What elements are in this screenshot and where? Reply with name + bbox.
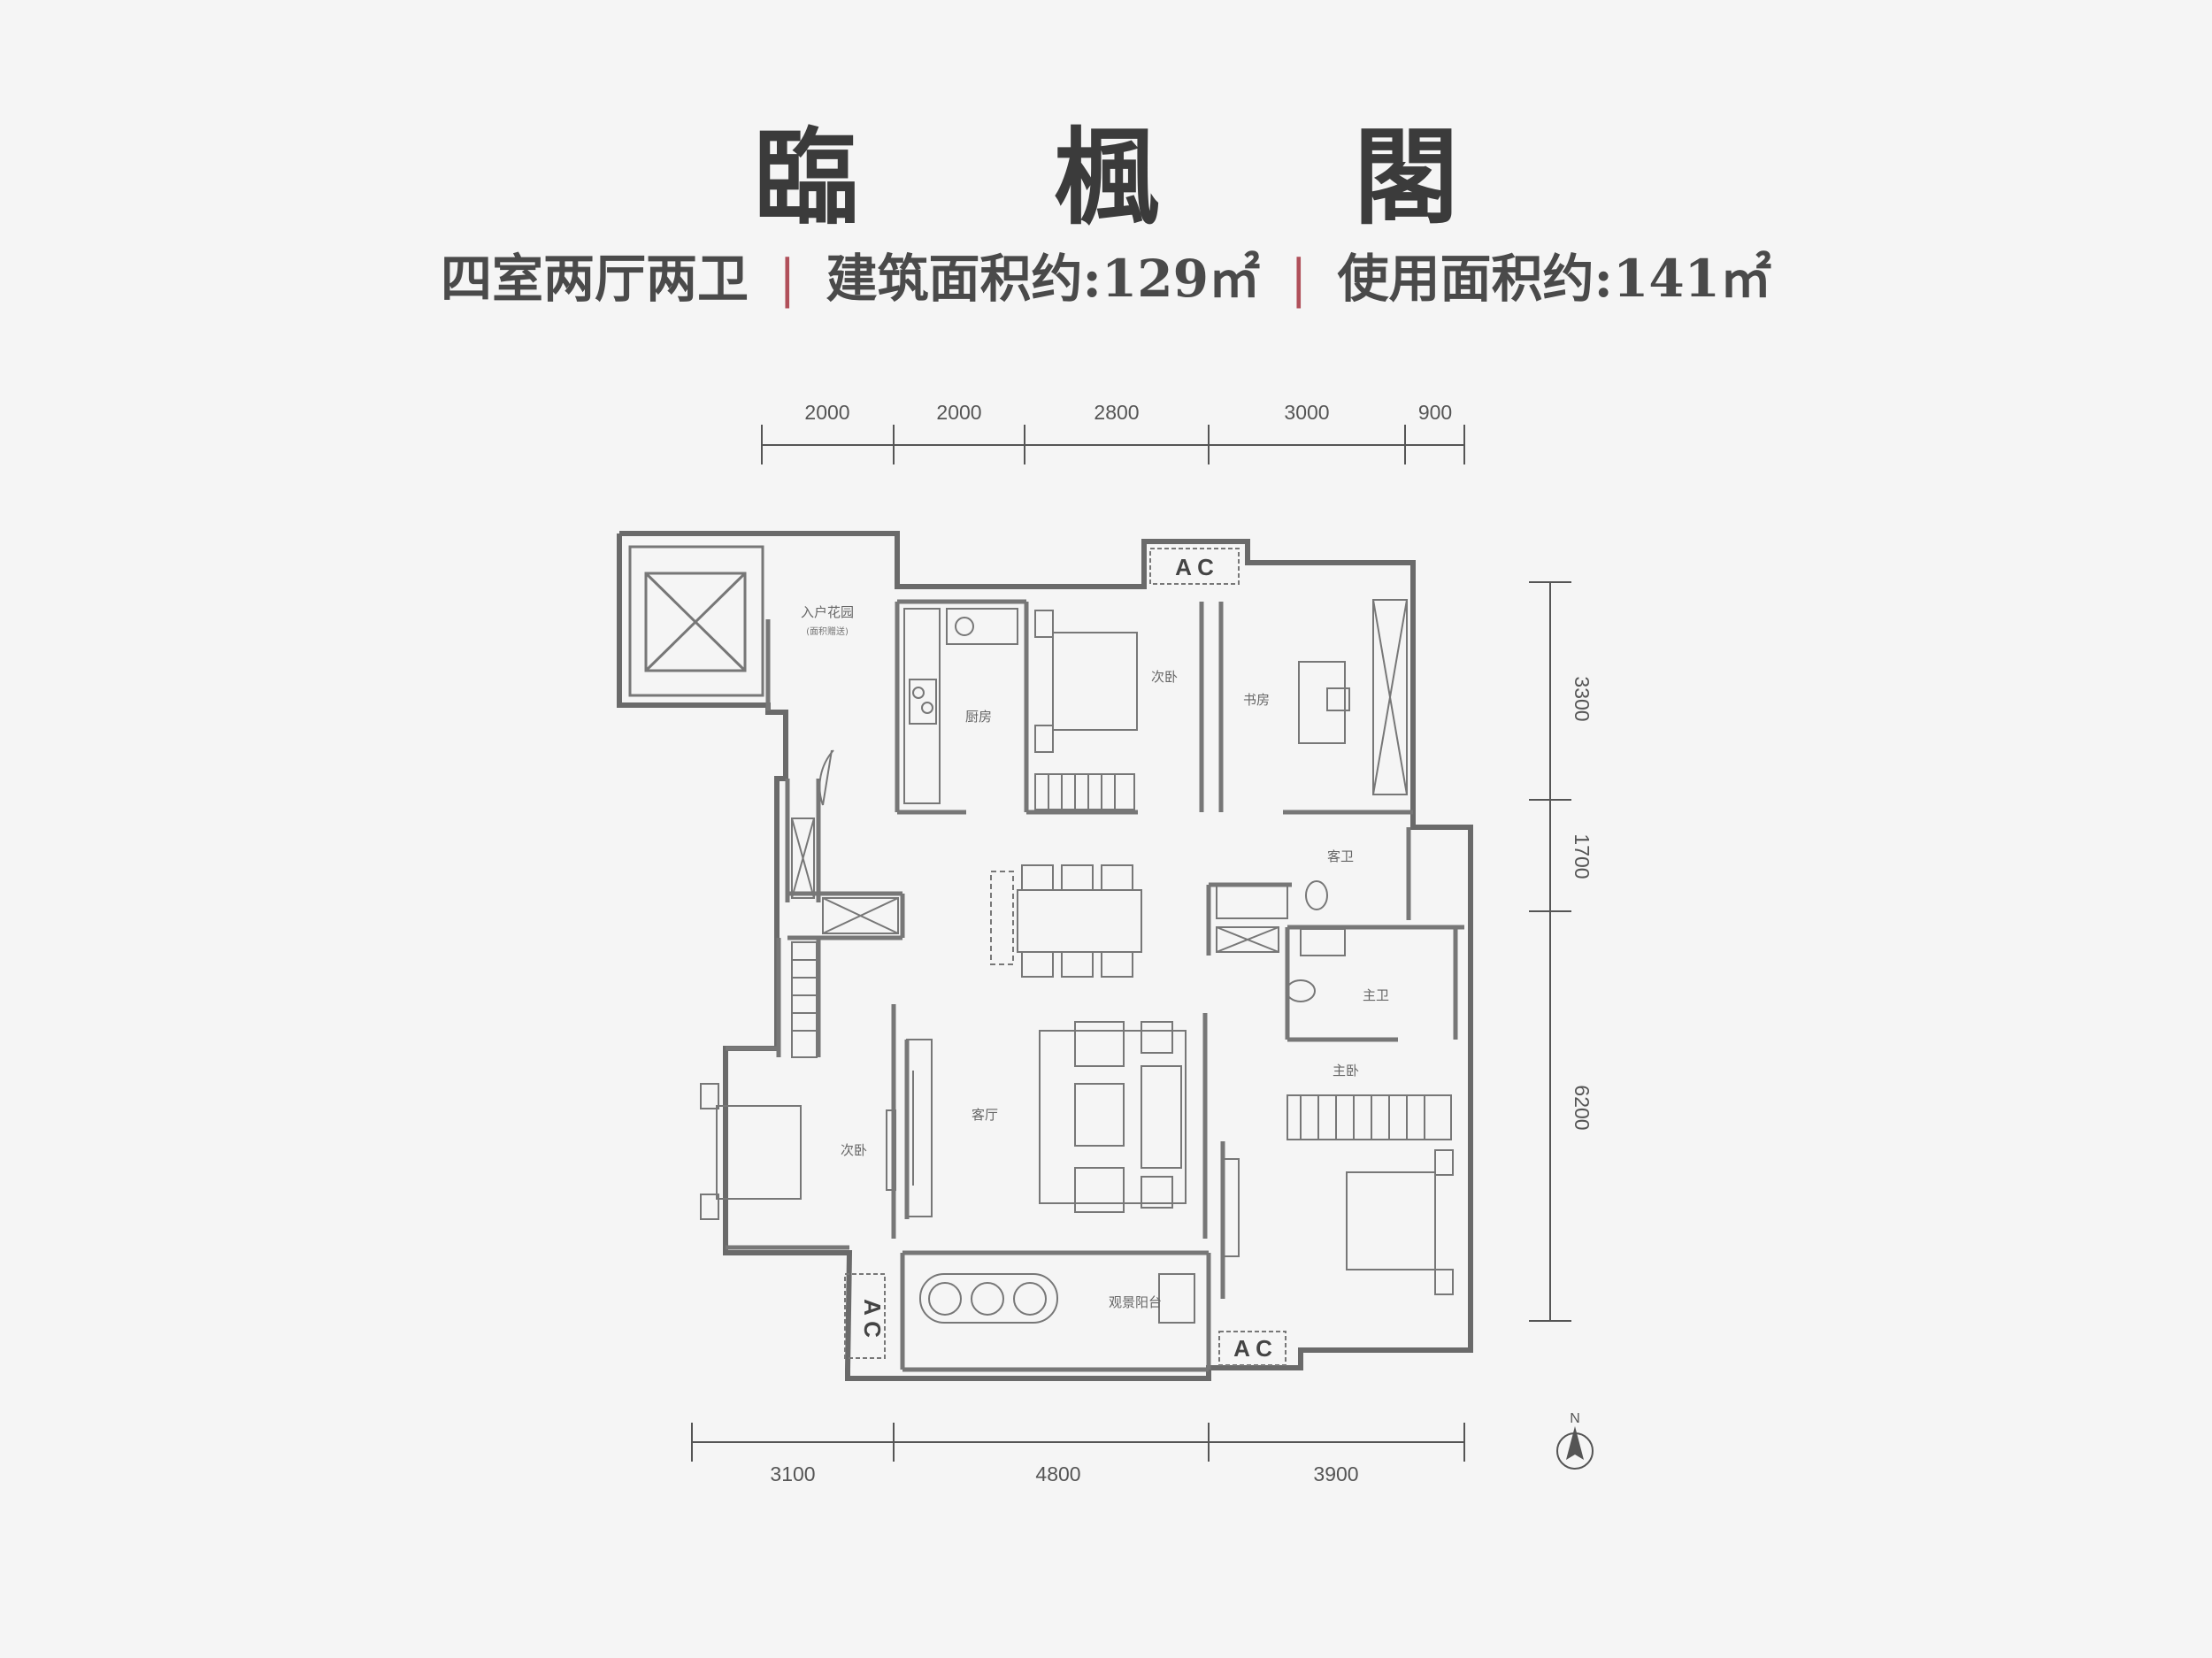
plan-subtitle: 四室两厅两卫 | 建筑面积约:129㎡ | 使用面积约:141㎡ <box>0 237 2212 311</box>
bottom-dim-3: 3900 <box>1313 1462 1358 1485</box>
right-dim-1: 3300 <box>1571 676 1594 721</box>
dining-table <box>990 864 1142 978</box>
ac-label-southwest: A C <box>859 1299 886 1338</box>
interior-walls <box>726 599 1464 1372</box>
room-entry-garden-note: (面积赠送) <box>806 626 849 637</box>
plan-title: 臨 楓 閣 <box>753 116 1539 239</box>
room-master-bath: 主卫 <box>1363 987 1389 1003</box>
top-dim-3: 2800 <box>1094 401 1139 424</box>
study-desk <box>1298 661 1350 744</box>
balcony-furniture <box>919 1273 1195 1324</box>
compass-label: N <box>1570 1411 1580 1426</box>
right-dimension-line <box>1529 581 1571 1322</box>
tv-units <box>886 1039 1240 1257</box>
exterior-walls <box>617 531 1473 1381</box>
wardrobes <box>791 599 1452 1140</box>
top-dimension-line <box>761 425 1465 464</box>
top-dim-1: 2000 <box>804 401 849 424</box>
room-master-bedroom: 主卧 <box>1333 1063 1359 1078</box>
bottom-dim-1: 3100 <box>770 1462 815 1485</box>
room-second-bedroom-west: 次卧 <box>841 1142 867 1158</box>
room-kitchen: 厨房 <box>965 709 992 725</box>
usable-area-text: 使用面积约:141㎡ <box>1337 249 1772 309</box>
ac-label-north: A C <box>1175 554 1214 580</box>
room-guest-bath: 客卫 <box>1327 848 1354 864</box>
top-dim-5: 900 <box>1418 401 1452 424</box>
room-living-room: 客厅 <box>972 1107 998 1123</box>
bottom-dim-2: 4800 <box>1035 1462 1080 1485</box>
bathroom-fixtures <box>1216 880 1346 1002</box>
north-arrow-icon <box>1556 1426 1594 1470</box>
elevator-shaft <box>628 545 764 697</box>
room-second-bedroom-north: 次卧 <box>1151 669 1178 685</box>
separator-2: | <box>1290 249 1308 309</box>
kitchen-fixtures <box>903 608 1018 804</box>
separator-1: | <box>778 249 796 309</box>
right-dim-3: 6200 <box>1571 1085 1594 1130</box>
room-study: 书房 <box>1243 692 1270 708</box>
entry-door-arc <box>818 749 834 806</box>
ac-label-south: A C <box>1233 1335 1272 1362</box>
sofa-set <box>1039 1021 1187 1213</box>
right-dim-2: 1700 <box>1571 833 1594 879</box>
ac-units <box>844 548 1286 1366</box>
room-entry-garden: 入户花园 <box>801 604 854 620</box>
beds <box>700 610 1454 1295</box>
room-balcony: 观景阳台 <box>1109 1294 1162 1310</box>
top-dim-4: 3000 <box>1284 401 1329 424</box>
building-area-text: 建筑面积约:129㎡ <box>826 249 1260 309</box>
top-dim-2: 2000 <box>936 401 981 424</box>
bottom-dimension-line <box>691 1423 1465 1462</box>
layout-text: 四室两厅两卫 <box>440 249 749 309</box>
